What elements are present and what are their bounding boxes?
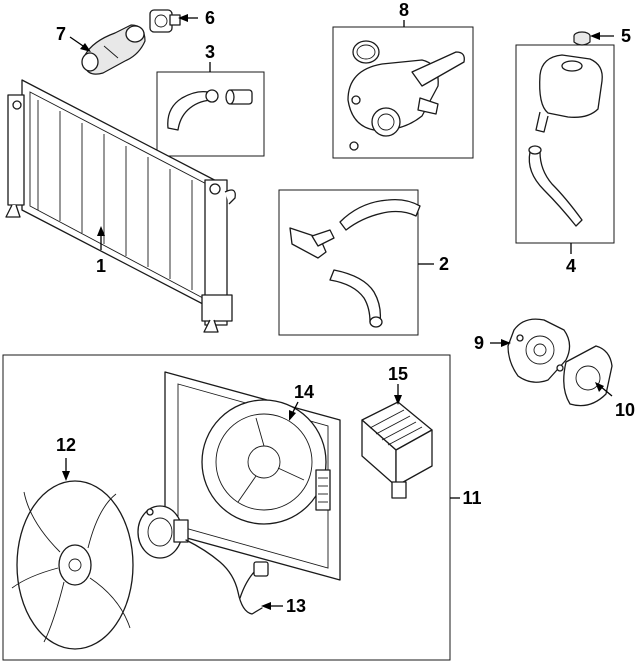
callout-12: 12: [56, 435, 76, 455]
fan-motor-13-illustration: [137, 505, 269, 615]
callout-3: 3: [205, 42, 215, 62]
group-box-4: [515, 44, 615, 244]
reservoir-4-illustration: [528, 54, 603, 227]
water-pump-9-illustration: [507, 318, 571, 383]
callout-1: 1: [96, 256, 106, 276]
callout-6: 6: [205, 8, 215, 28]
group-box-2: [278, 189, 419, 336]
control-module-15-illustration: [361, 401, 433, 499]
hose-3-illustration: [167, 89, 253, 131]
callout-8: 8: [399, 0, 409, 20]
callout-10: 10: [615, 400, 635, 420]
callout-2: 2: [439, 254, 449, 274]
callout-14: 14: [294, 382, 314, 402]
callout-5: 5: [621, 26, 631, 46]
group-box-11: [2, 354, 451, 661]
fan-shroud-14-illustration: [164, 371, 341, 581]
callout-9: 9: [474, 333, 484, 353]
group-box-8: [332, 26, 474, 159]
fan-blade-12-illustration: [11, 480, 134, 650]
callout-7: 7: [56, 24, 66, 44]
gasket-10-illustration: [563, 345, 613, 407]
cap-5-illustration: [573, 31, 591, 46]
sensor-6-illustration: [149, 9, 181, 33]
callout-15: 15: [388, 364, 408, 384]
callout-11: 11: [462, 488, 481, 508]
hose-2-illustration: [289, 198, 421, 328]
hose-fitting-7-illustration: [81, 24, 146, 75]
radiator-illustration: [5, 79, 236, 333]
callout-4: 4: [566, 256, 576, 276]
leader-lines: [62, 14, 614, 610]
callout-13: 13: [286, 596, 306, 616]
thermostat-housing-8-illustration: [347, 40, 465, 151]
